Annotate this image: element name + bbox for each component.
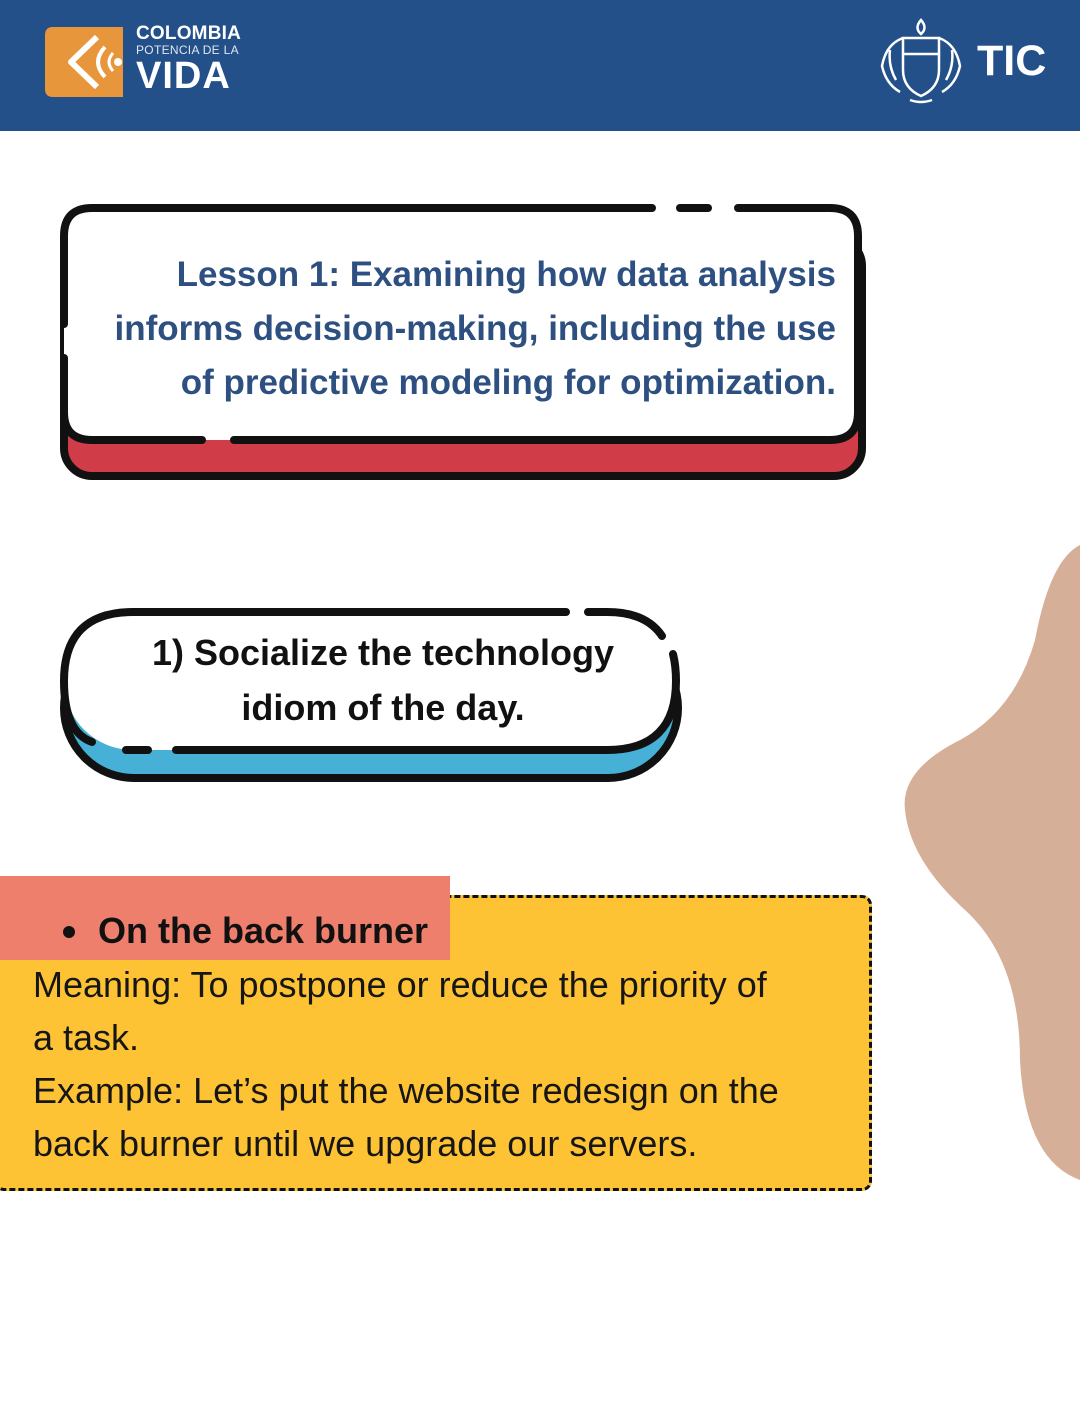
idiom-example-line-1: Example: Let’s put the website redesign … xyxy=(33,1070,779,1111)
lesson-title: Lesson 1: Examining how data analysis in… xyxy=(70,248,836,410)
colombia-logo-icon xyxy=(45,27,123,97)
idiom-example-line-2: back burner until we upgrade our servers… xyxy=(33,1123,698,1164)
idiom-title-tab xyxy=(0,876,450,960)
header-bar: COLOMBIA POTENCIA DE LA VIDA TIC xyxy=(0,0,1080,131)
coat-of-arms-icon xyxy=(880,18,962,104)
brand-wordmark: COLOMBIA POTENCIA DE LA VIDA xyxy=(136,23,242,97)
activity-line-2: idiom of the day. xyxy=(241,687,525,728)
activity-card xyxy=(59,608,682,782)
lesson-title-line-3: of predictive modeling for optimization. xyxy=(180,363,836,402)
bullet-icon xyxy=(63,926,75,938)
lesson-title-line-1: Lesson 1: Examining how data analysis xyxy=(176,255,836,294)
idiom-meaning-line-2: a task. xyxy=(33,1017,140,1058)
lesson-title-line-2: informs decision-making, including the u… xyxy=(114,309,836,348)
lesson-card xyxy=(60,204,866,480)
idiom-meaning-line-1: Meaning: To postpone or reduce the prior… xyxy=(33,964,767,1005)
brand-line-1: COLOMBIA xyxy=(136,23,242,44)
idiom-title: On the back burner xyxy=(62,906,428,956)
activity-line-1: 1) Socialize the technology xyxy=(151,632,615,673)
decorative-blob xyxy=(904,545,1080,1180)
idiom-title-text: On the back burner xyxy=(98,910,429,951)
brand-line-2: POTENCIA DE LA xyxy=(136,43,239,57)
tic-label: TIC xyxy=(977,37,1047,85)
idiom-body: Meaning: To postpone or reduce the prior… xyxy=(33,958,853,1170)
activity-text: 1) Socialize the technology idiom of the… xyxy=(80,625,686,735)
brand-line-3: VIDA xyxy=(136,55,231,97)
